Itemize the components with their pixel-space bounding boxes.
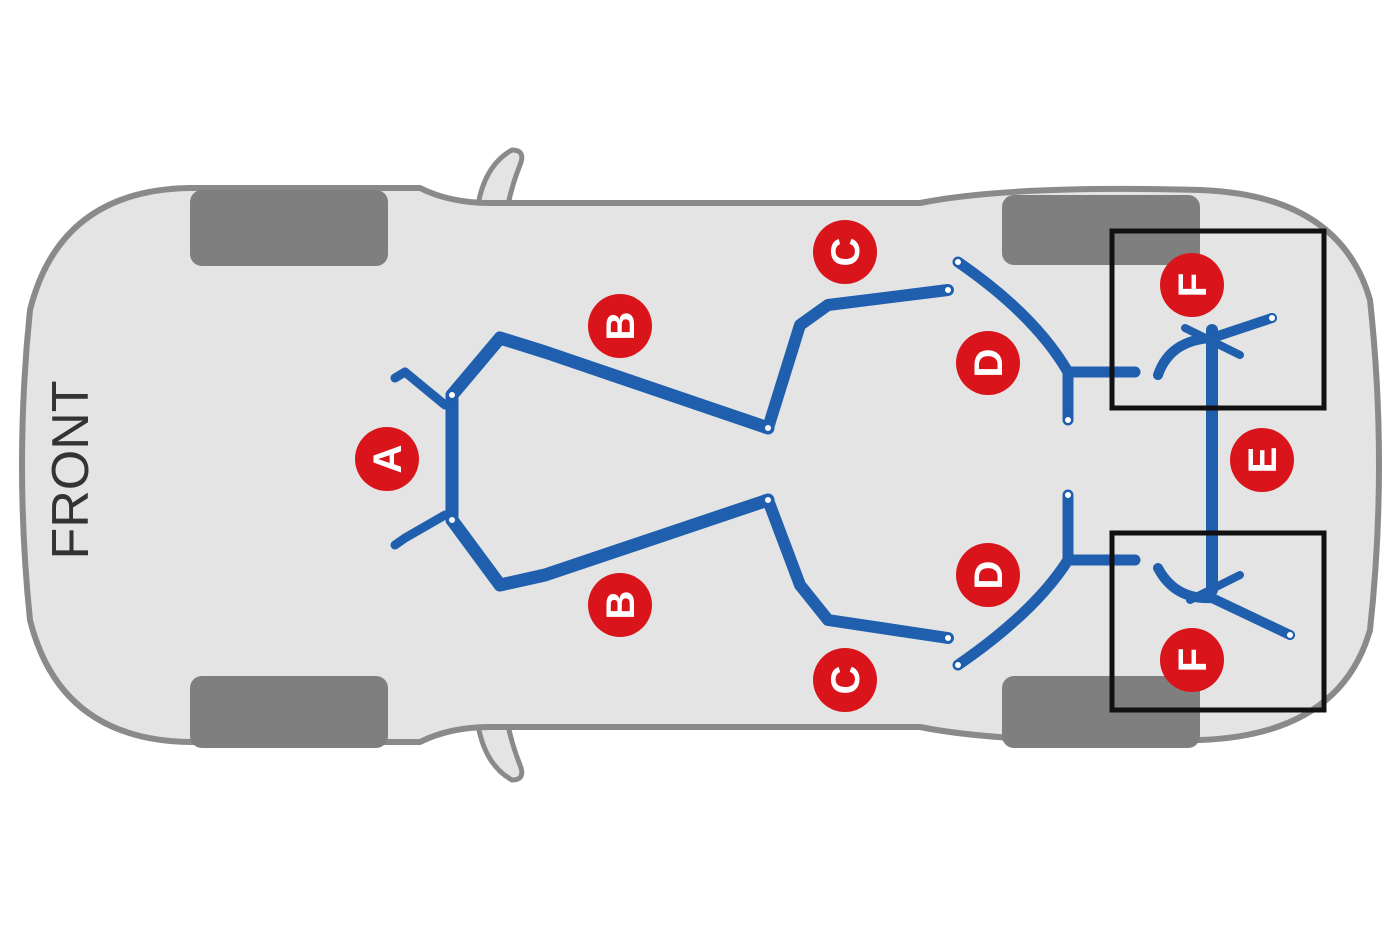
mirror-bottom — [475, 722, 525, 783]
brace-a-mount-top — [390, 367, 450, 410]
brace-b-upper — [445, 331, 775, 435]
mount-point — [1063, 415, 1073, 425]
mount-point — [953, 257, 963, 267]
mirror-top — [475, 147, 525, 208]
brace-c-upper — [762, 284, 954, 434]
marker-d-lower: D — [956, 543, 1020, 607]
marker-f-lower-label: F — [1171, 648, 1215, 672]
brace-a-mount-bottom — [390, 510, 450, 550]
marker-f-upper: F — [1160, 253, 1224, 317]
marker-f-upper-label: F — [1171, 273, 1215, 297]
mount-point — [1267, 313, 1277, 323]
brace-c-lower — [762, 494, 954, 644]
marker-a-label: A — [366, 445, 410, 474]
mount-point — [447, 515, 457, 525]
highlight-box-f-upper — [1109, 228, 1327, 411]
tire-rear-top — [1002, 195, 1200, 265]
mount-point — [1285, 630, 1295, 640]
highlight-box-f-lower — [1109, 530, 1327, 713]
brace-f-upper-arm — [1181, 324, 1244, 359]
front-label: FRONT — [42, 380, 100, 559]
marker-f-lower: F — [1160, 628, 1224, 692]
mount-point — [763, 423, 773, 433]
brace-b-lower — [445, 493, 775, 592]
brace-d-lower — [952, 489, 1074, 671]
mount-point — [763, 495, 773, 505]
mount-point — [447, 390, 457, 400]
marker-a: A — [355, 427, 419, 491]
tire-rear-bottom — [1002, 676, 1200, 748]
mount-point — [943, 285, 953, 295]
marker-b-lower: B — [588, 573, 652, 637]
tire-front-top — [190, 190, 388, 266]
mount-point — [943, 633, 953, 643]
brace-f-lower-arm — [1186, 571, 1244, 604]
marker-c-lower: C — [813, 648, 877, 712]
marker-b-upper-label: B — [599, 312, 643, 341]
marker-e: E — [1230, 428, 1294, 492]
marker-d-upper: D — [956, 331, 1020, 395]
mount-point — [1063, 490, 1073, 500]
marker-c-lower-label: C — [824, 666, 868, 695]
tire-front-bottom — [190, 676, 388, 748]
marker-b-lower-label: B — [599, 591, 643, 620]
marker-e-label: E — [1241, 447, 1285, 474]
marker-c-upper-label: C — [824, 238, 868, 267]
brace-f-lower — [1153, 563, 1295, 640]
brace-d-upper — [952, 256, 1074, 426]
marker-b-upper: B — [588, 294, 652, 358]
mount-points — [447, 257, 1295, 670]
marker-c-upper: C — [813, 220, 877, 284]
marker-d-upper-label: D — [967, 349, 1011, 378]
mount-point — [953, 660, 963, 670]
brace-group — [390, 256, 1295, 671]
marker-d-lower-label: D — [967, 561, 1011, 590]
